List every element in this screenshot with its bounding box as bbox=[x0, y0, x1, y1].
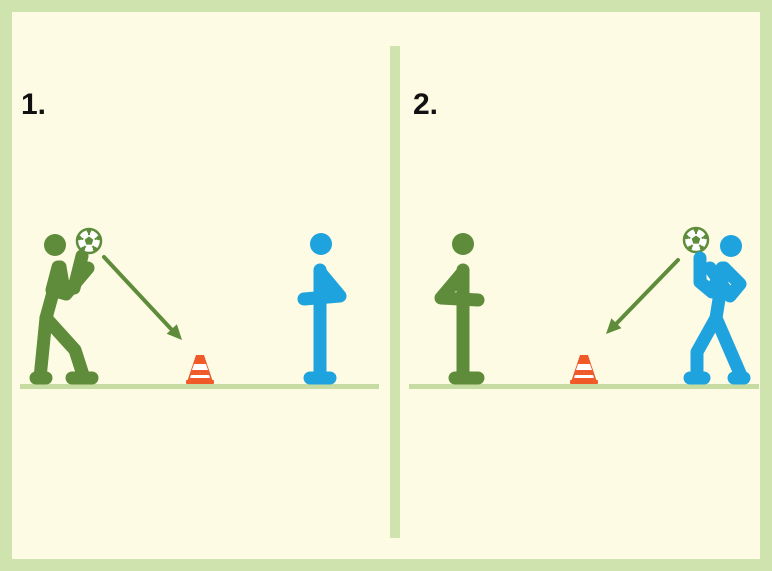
panel-1-number: 1. bbox=[21, 90, 46, 120]
soccer-ball-icon bbox=[77, 229, 101, 253]
panel-2-number: 2. bbox=[413, 90, 438, 120]
soccer-ball-icon bbox=[684, 228, 708, 252]
